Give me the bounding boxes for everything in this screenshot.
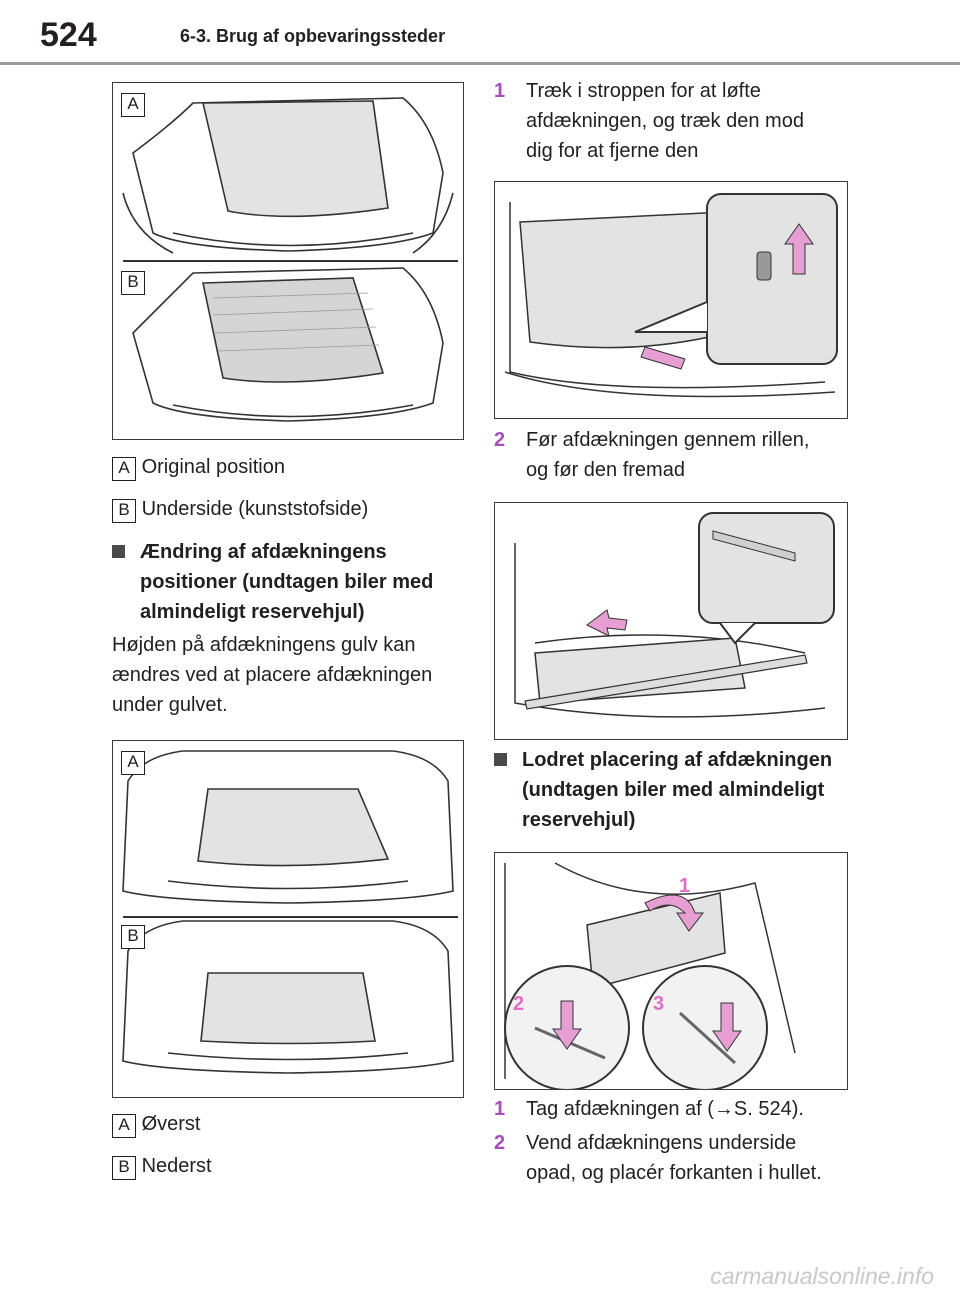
caption-text: Underside (kunststofside)	[141, 498, 369, 520]
figure-slide-cover	[494, 502, 848, 740]
subheading: Ændring af afdækningens positioner (undt…	[112, 537, 462, 627]
caption-text: Original position	[141, 456, 285, 478]
paragraph: Højden på afdækningens gulv kan ændres v…	[112, 634, 433, 716]
figure-remove-cover	[494, 181, 848, 419]
caption-a: A Original position	[112, 455, 285, 481]
step-text: Tag afdækningen af (→S. 524).	[526, 1098, 804, 1120]
step-number: 2	[494, 1132, 506, 1154]
caption-tag-b: B	[112, 499, 136, 523]
subheading-text: Lodret placering af afdækningen (undtage…	[522, 749, 833, 831]
caption-b: B Underside (kunststofside)	[112, 497, 368, 523]
step-number: 1	[494, 80, 506, 102]
step-number: 2	[494, 429, 506, 451]
header-divider	[0, 62, 960, 65]
watermark: carmanualsonline.info	[710, 1263, 934, 1289]
subheading-text: Ændring af afdækningens positioner (undt…	[140, 541, 434, 623]
step-text: Træk i stroppen for at løfte afdækningen…	[526, 80, 804, 162]
subheading: Lodret placering af afdækningen (undtage…	[494, 745, 846, 835]
caption-b: B Nederst	[112, 1154, 212, 1180]
figure-label-b: B	[121, 925, 145, 949]
figure-label-a: A	[121, 93, 145, 117]
caption-text: Nederst	[141, 1155, 212, 1177]
page-number: 524	[40, 16, 97, 54]
figure-floor-height: A B	[112, 740, 464, 1098]
caption-tag-a: A	[112, 1114, 136, 1138]
figure-label-b: B	[121, 271, 145, 295]
bullet-square-icon	[112, 545, 125, 558]
caption-a: A Øverst	[112, 1112, 200, 1138]
bullet-square-icon	[494, 753, 507, 766]
figure-label-a: A	[121, 751, 145, 775]
step-text: Vend afdækningens underside opad, og pla…	[526, 1132, 822, 1184]
step-number: 1	[494, 1098, 506, 1120]
step-label-2: 2	[513, 993, 525, 1015]
figure-vertical-cover: 1 2 3	[494, 852, 848, 1090]
step-text: Før afdækningen gennem rillen, og før de…	[526, 429, 810, 481]
caption-tag-b: B	[112, 1156, 136, 1180]
figure-cover-positions: A B	[112, 82, 464, 440]
caption-tag-a: A	[112, 457, 136, 481]
step-label-1: 1	[679, 875, 691, 897]
caption-text: Øverst	[141, 1113, 201, 1135]
step-label-3: 3	[653, 993, 665, 1015]
section-title: 6-3. Brug af opbevaringssteder	[180, 26, 446, 46]
